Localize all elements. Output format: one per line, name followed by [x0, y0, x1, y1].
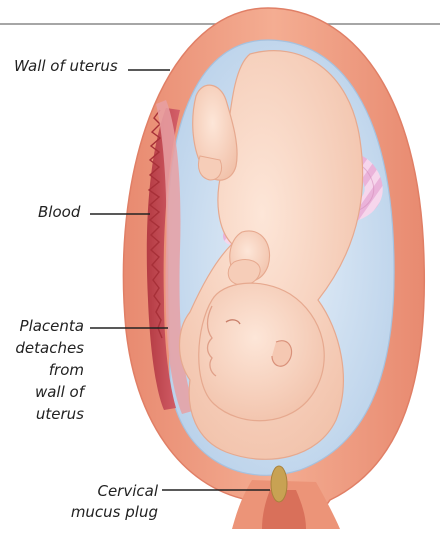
label-wall-of-uterus: Wall of uterus: [14, 57, 118, 75]
mucus-plug: [271, 466, 287, 502]
label-placenta-3: from: [49, 361, 84, 379]
label-placenta-2: detaches: [15, 339, 84, 357]
label-blood: Blood: [38, 203, 80, 221]
label-cervical-1: Cervical: [97, 482, 158, 500]
label-cervical-2: mucus plug: [71, 503, 158, 521]
label-placenta-1: Placenta: [20, 317, 84, 335]
label-placenta-5: uterus: [36, 405, 84, 423]
label-placenta-4: wall of: [35, 383, 84, 401]
